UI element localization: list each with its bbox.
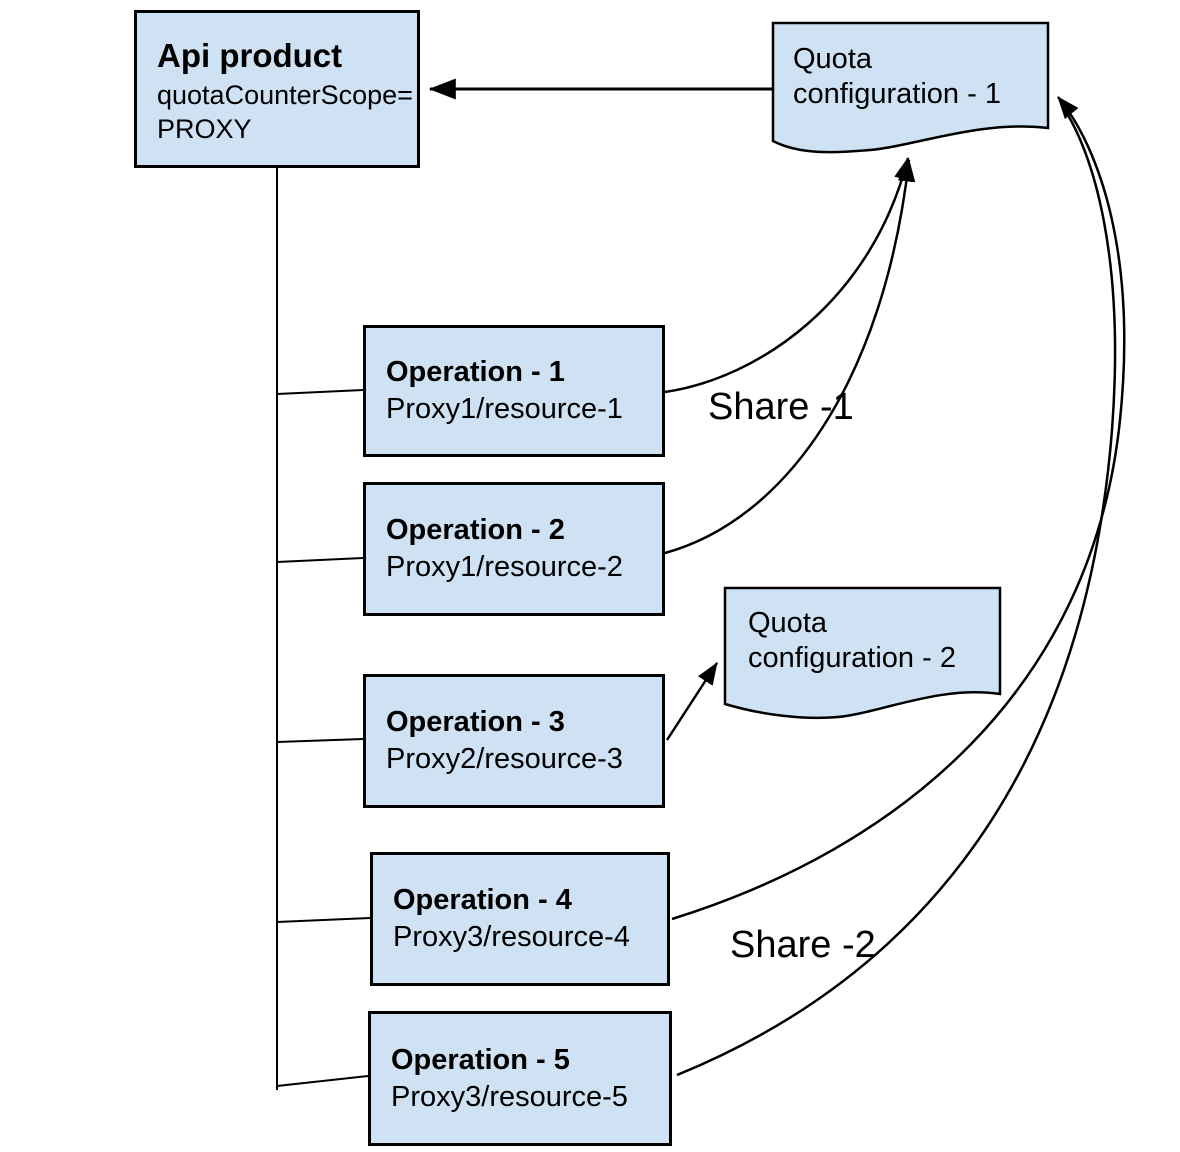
operation-4-title: Operation - 4: [393, 884, 572, 916]
branch-operation-1: [276, 389, 364, 395]
branch-operation-5: [276, 1075, 369, 1087]
share-2-label: Share -2: [730, 924, 876, 966]
operation-2-resource: Proxy1/resource-2: [386, 551, 623, 583]
quota-config-1-line1: Quota: [793, 43, 872, 75]
arrow-operation-3-to-quota2: [665, 662, 719, 741]
api-product-title: Api product: [157, 37, 343, 74]
arrow-operation-5-to-quota1: [676, 103, 1117, 1077]
operation-2-box: Operation - 2 Proxy1/resource-2: [363, 482, 665, 616]
operation-5-resource: Proxy3/resource-5: [391, 1080, 628, 1113]
operation-1-title: Operation - 1: [386, 356, 565, 388]
operation-5-title: Operation - 5: [391, 1043, 570, 1076]
arrow-operation-1-to-quota1: [664, 157, 912, 394]
operation-1-resource: Proxy1/resource-1: [386, 393, 623, 425]
api-product-attr-line1: quotaCounterScope=: [157, 80, 413, 110]
operation-3-box: Operation - 3 Proxy2/resource-3: [363, 674, 665, 808]
quota-config-2-line1: Quota: [748, 607, 827, 639]
quota-config-2-shape: [723, 586, 1002, 720]
quota-config-2-label: Quota configuration - 2: [748, 606, 956, 676]
api-product-attr-line2: PROXY: [157, 114, 252, 144]
quota-config-1-line2: configuration - 1: [793, 78, 1001, 110]
operation-2-title: Operation - 2: [386, 514, 565, 546]
share-1-label: Share -1: [708, 386, 854, 428]
quota-config-1-label: Quota configuration - 1: [793, 42, 1001, 112]
operation-1-box: Operation - 1 Proxy1/resource-1: [363, 325, 665, 457]
operation-3-title: Operation - 3: [386, 706, 565, 738]
branch-operation-3: [276, 738, 364, 743]
branch-operation-2: [276, 557, 364, 563]
operation-3-resource: Proxy2/resource-3: [386, 743, 623, 775]
operation-4-box: Operation - 4 Proxy3/resource-4: [370, 852, 670, 986]
arrow-operation-4-to-quota1: [671, 96, 1126, 921]
quota-config-1-shape: [771, 21, 1050, 154]
api-product-box: Api product quotaCounterScope= PROXY: [134, 10, 420, 168]
quota-config-2-line2: configuration - 2: [748, 642, 956, 674]
operation-4-resource: Proxy3/resource-4: [393, 921, 630, 953]
arrow-operation-2-to-quota1: [664, 159, 916, 555]
operation-5-box: Operation - 5 Proxy3/resource-5: [368, 1011, 672, 1146]
branch-operation-4: [276, 917, 371, 923]
